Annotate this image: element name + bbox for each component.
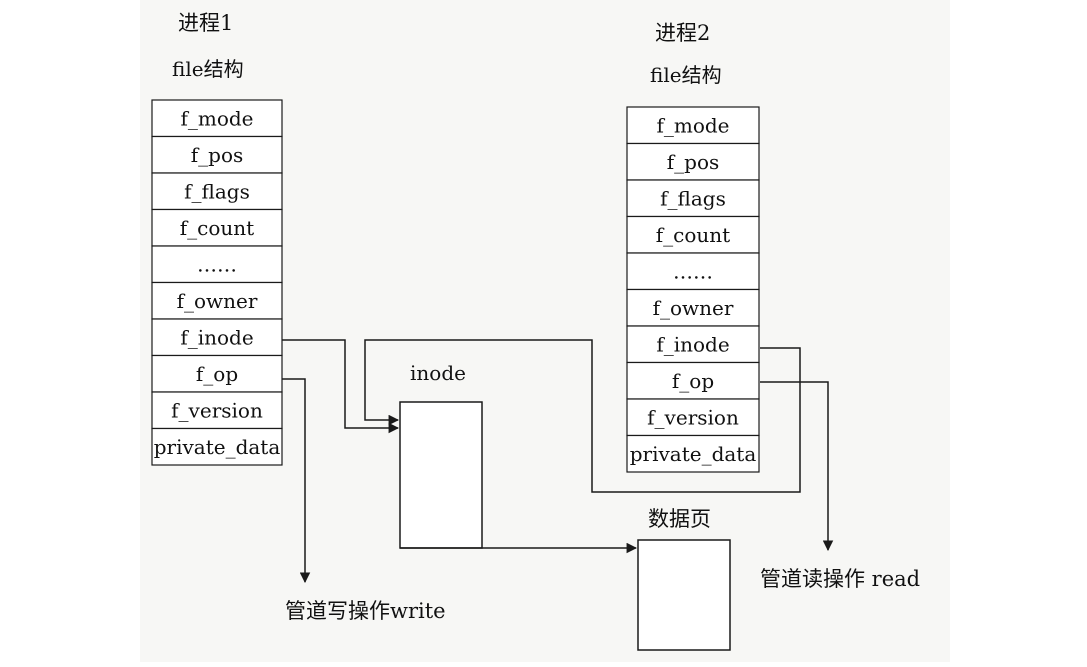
process2-cell-box [626,361,760,400]
process2-cell-box [626,215,760,254]
process1-field-label: f_flags [184,179,250,203]
process2-field-label: f_pos [667,150,720,174]
process2-cell-box [626,434,760,473]
inode-label: inode [410,361,466,385]
p1-op-write-connector [282,378,311,584]
p1-inode-connector [282,339,400,434]
process2-field-label: f_owner [653,296,734,320]
process1-field-label: private_data [154,435,281,459]
process2-field-label: f_version [647,405,739,429]
process1-field-label: f_count [180,216,254,240]
data-page-box [637,539,731,651]
process2-cell-box [626,288,760,327]
process1-title: 进程1 [178,11,233,35]
data-page-label: 数据页 [648,507,711,531]
process2-field-label: private_data [630,442,757,466]
process2-field-label: f_count [656,223,730,247]
process2-field-label: …… [673,259,713,283]
process1-cell-box [151,427,283,466]
process1-cell-box [151,318,283,357]
process2-cell-box [626,142,760,181]
p2-op-read-connector [760,381,834,552]
process2-file-struct-table: f_mode f_pos f_flags f_count …… f_owner f_inod… [626,106,760,473]
process2-title: 进程2 [655,21,710,45]
process1-struct-label: file结构 [172,57,244,81]
process1-field-label: f_inode [180,325,253,349]
process1-cell-box [151,354,283,393]
process1-cell-box [151,135,283,174]
process1-cell-box [151,172,283,211]
process1-field-label: f_op [196,362,238,386]
process1-cell-box [151,391,283,430]
process2-field-label: f_inode [656,332,729,356]
process1-cell-box [151,99,283,138]
process2-field-label: f_flags [660,186,726,210]
write-operation-label: 管道写操作write [285,599,446,623]
process2-cell-box [626,252,760,291]
process2-cell-box [626,325,760,364]
p2-inode-connector [364,339,801,493]
process2-field-label: f_mode [656,113,729,137]
process1-field-label: f_pos [191,143,244,167]
process1-field-label: …… [197,252,237,276]
read-operation-label: 管道读操作 read [760,567,920,591]
process2-cell-box [626,398,760,437]
inode-box [399,401,483,549]
process1-file-struct-table: f_mode f_pos f_flags f_count …… f_owner f_inod… [151,99,283,466]
process2-struct-label: file结构 [650,63,722,87]
process1-field-label: f_owner [177,289,258,313]
connectors [282,339,834,584]
process2-field-label: f_op [672,369,714,393]
process2-cell-box [626,179,760,218]
process1-field-label: f_mode [180,106,253,130]
process1-field-label: f_version [171,398,263,422]
